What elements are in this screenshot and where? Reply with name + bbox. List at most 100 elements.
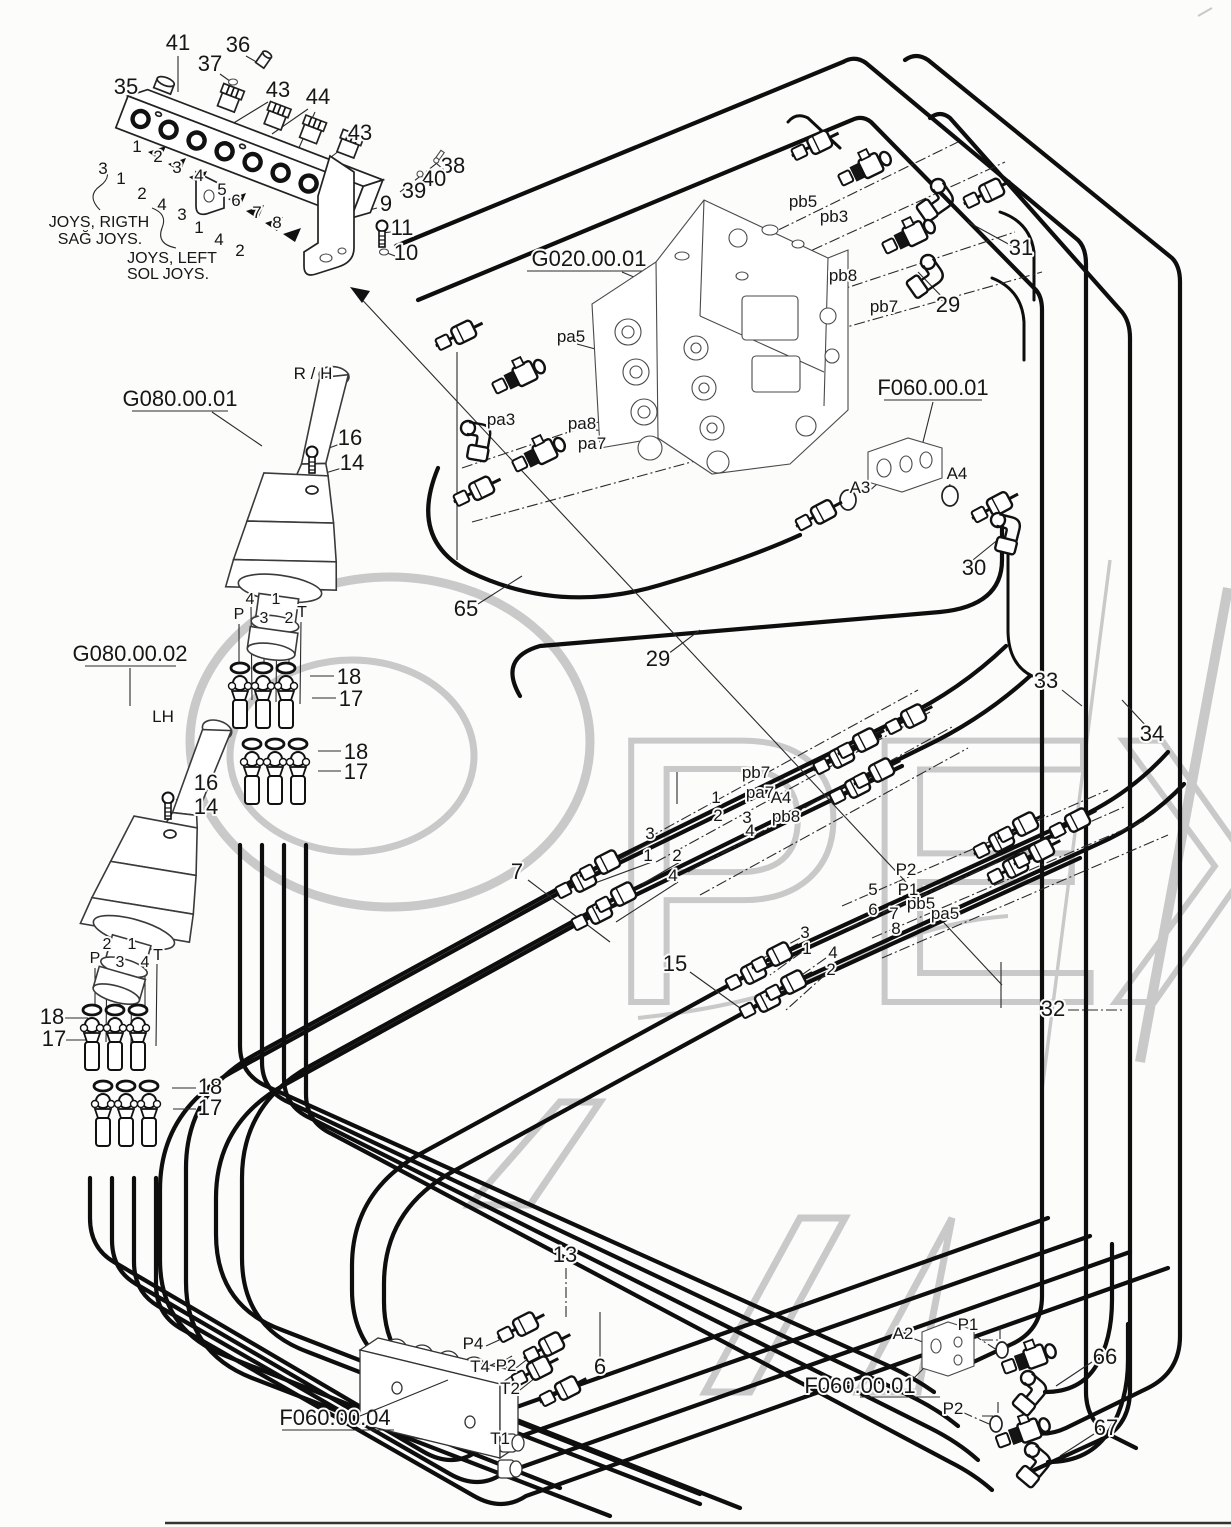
callout-33: 33 — [1034, 668, 1058, 693]
stack-left-t: T — [153, 947, 163, 964]
port-a2: A2 — [893, 1324, 914, 1343]
port-a3-upper: A3 — [850, 478, 871, 497]
assembly-f060-upper: F060.00.01 — [877, 375, 988, 400]
callout-66: 66 — [1093, 1344, 1117, 1369]
note-joys-right-1: JOYS, RIGTH — [49, 214, 149, 231]
cap-fitting — [152, 75, 176, 96]
callout-15: 15 — [663, 951, 687, 976]
callout-40: 40 — [422, 166, 446, 191]
port-p1-lower: P1 — [958, 1315, 979, 1334]
port-fitting-t2 — [499, 1433, 525, 1453]
callout-65: 65 — [454, 596, 478, 621]
bolt-11 — [375, 219, 389, 248]
mid-port-a4: A4 — [771, 788, 792, 807]
mid-seq-4: 4 — [745, 821, 754, 840]
mid-seq-5: 5 — [868, 880, 877, 899]
mid-seq-7: 7 — [889, 904, 898, 923]
callout-32: 32 — [1041, 996, 1065, 1021]
port-a4-upper: A4 — [947, 464, 968, 483]
mounting-bracket — [303, 154, 355, 276]
block-f060-upper — [790, 437, 1025, 557]
check-valve-pa8 — [505, 425, 570, 477]
g7-seq-2: 2 — [672, 846, 681, 865]
assembly-f060-lower: F060.00.01 — [804, 1373, 915, 1398]
joys-right-3: 3 — [98, 159, 107, 178]
note-joys-left-2: SOL JOYS. — [127, 266, 209, 283]
callout-18a: 18 — [337, 664, 361, 689]
washer-14-right — [305, 485, 319, 495]
callout-43b: 43 — [348, 120, 372, 145]
mid-port-p1: P1 — [898, 880, 919, 899]
callout-17d: 17 — [198, 1095, 222, 1120]
g15-seq-4: 4 — [828, 943, 837, 962]
joys-right-4: 4 — [157, 195, 166, 214]
seq-5: 5 — [217, 180, 226, 199]
joys-right-2: 2 — [137, 184, 146, 203]
callout-17b: 17 — [344, 759, 368, 784]
callout-9: 9 — [380, 191, 392, 216]
callout-43a: 43 — [266, 77, 290, 102]
assembly-g080-rh: G080.00.01 — [123, 386, 238, 411]
seq-7: 7 — [252, 203, 261, 222]
port-t1: T1 — [490, 1429, 510, 1448]
washer-37 — [227, 78, 239, 86]
g7-seq-1: 1 — [643, 846, 652, 865]
seq-1: 1 — [132, 137, 141, 156]
check-valve-pb5 — [831, 139, 896, 191]
callout-14-right: 14 — [340, 450, 364, 475]
callout-30: 30 — [962, 555, 986, 580]
assembly-g020: G020.00.01 — [532, 246, 647, 271]
callout-10: 10 — [394, 240, 418, 265]
port-p2-lower: P2 — [943, 1399, 964, 1418]
g7-seq-4: 4 — [668, 866, 677, 885]
callout-13: 13 — [553, 1242, 577, 1267]
port-pb3-top: pb3 — [820, 207, 848, 226]
valve-block-g020 — [591, 199, 849, 475]
stack-right-3: 3 — [260, 610, 269, 627]
note-joys-left-1: JOYS, LEFT — [127, 250, 217, 267]
joys-left-1: 1 — [194, 218, 203, 237]
callout-11: 11 — [391, 215, 414, 240]
note-right-hand: R / H — [294, 364, 333, 383]
callout-18c: 18 — [40, 1004, 64, 1029]
screw-38 — [433, 149, 445, 164]
stack-left-4: 4 — [141, 954, 150, 971]
port-p2-manifold: P2 — [496, 1356, 517, 1375]
callout-36: 36 — [226, 32, 250, 57]
solenoid-valve — [216, 82, 246, 114]
callout-14-left: 14 — [194, 794, 218, 819]
hose-routing — [87, 53, 1231, 1525]
fitting-stack-left — [79, 1003, 162, 1148]
port-pb5-top: pb5 — [789, 192, 817, 211]
mid-seq-1: 1 — [711, 788, 720, 807]
note-left-hand: LH — [152, 707, 174, 726]
stack-right-4: 4 — [246, 591, 255, 608]
stack-left-3: 3 — [116, 954, 125, 971]
port-t4: T4 — [470, 1357, 490, 1376]
seq-4: 4 — [194, 166, 203, 185]
assembly-g080-lh: G080.00.02 — [73, 641, 188, 666]
seq-8: 8 — [272, 213, 281, 232]
callout-16-left: 16 — [194, 770, 218, 795]
port-fitting-t1 — [497, 1459, 523, 1479]
port-pb7-top: pb7 — [870, 297, 898, 316]
port-t2: T2 — [500, 1379, 520, 1398]
solenoid-valve — [263, 100, 293, 132]
port-pa8: pa8 — [568, 414, 596, 433]
callout-18d: 18 — [198, 1074, 222, 1099]
callout-31: 31 — [1009, 235, 1033, 260]
solenoid-valve — [298, 113, 328, 145]
mid-seq-2: 2 — [713, 806, 722, 825]
joys-left-4: 4 — [214, 230, 223, 249]
check-valve-pa5 — [485, 347, 550, 399]
fitting-stack-right — [227, 661, 311, 806]
port-pa3: pa3 — [487, 410, 515, 429]
callout-38: 38 — [441, 153, 465, 178]
assembly-f060-04: F060.00.04 — [279, 1405, 390, 1430]
callout-41: 41 — [166, 30, 190, 55]
g15-seq-1: 1 — [802, 939, 811, 958]
fitting-a3 — [790, 492, 848, 536]
stack-right-2: 2 — [285, 610, 294, 627]
stack-left-p: P — [90, 950, 101, 967]
